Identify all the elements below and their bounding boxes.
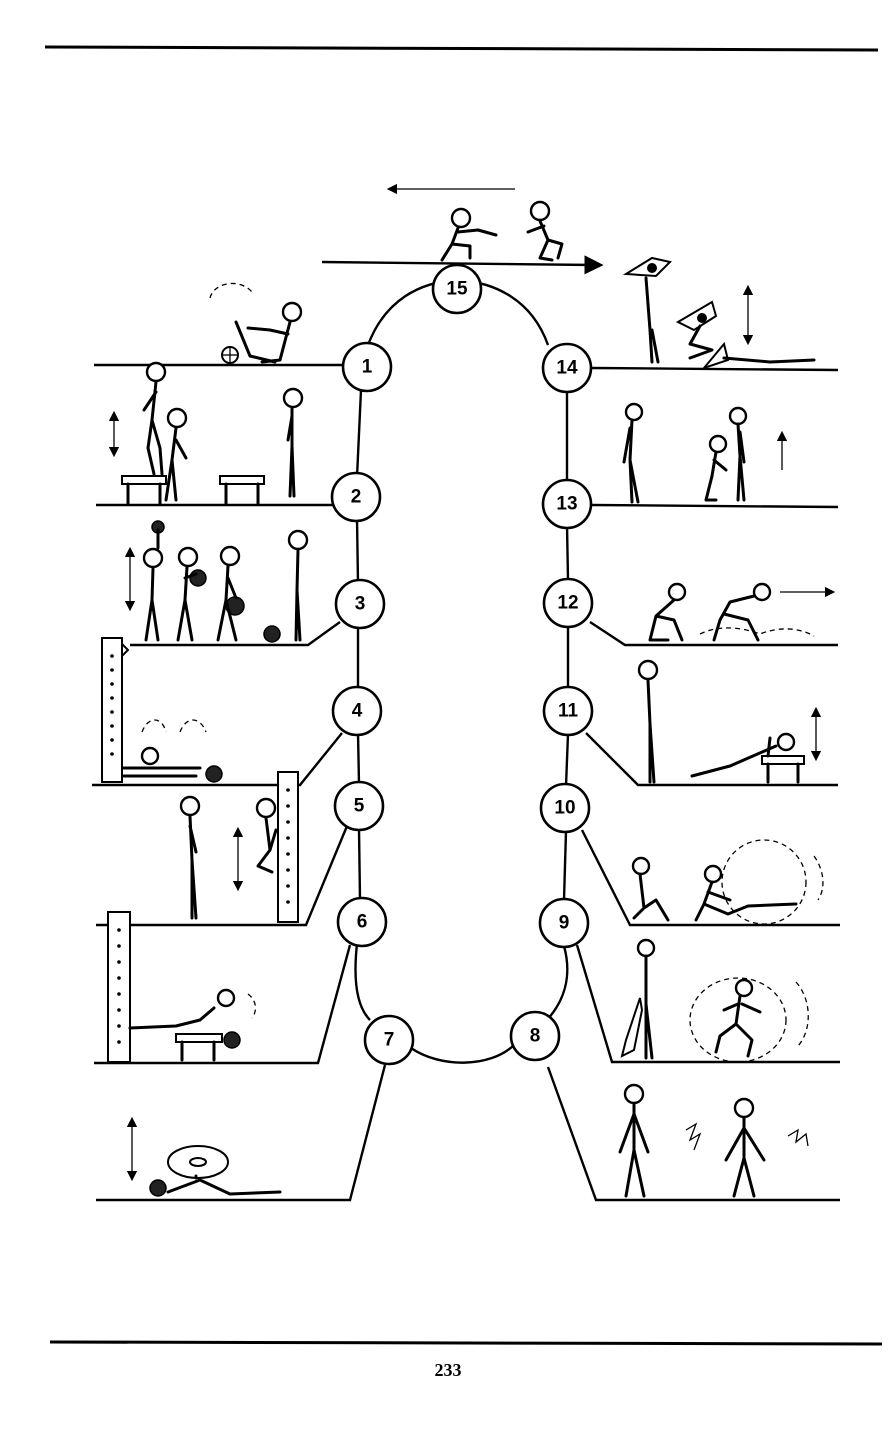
station-9: 9 (538, 897, 590, 949)
station-7-scene (126, 1116, 282, 1197)
station-6-label: 6 (357, 912, 368, 933)
page-number: 233 (434, 1360, 462, 1380)
station-2-label: 2 (351, 487, 362, 508)
station-15-label: 15 (446, 279, 468, 300)
station-12-scene (648, 582, 836, 642)
left-floors (92, 363, 387, 1202)
station-4: 4 (331, 685, 383, 737)
station-15-scene (321, 183, 604, 275)
station-6: 6 (336, 896, 388, 948)
station-9-scene (620, 938, 809, 1063)
station-3-label: 3 (355, 594, 366, 615)
station-5: 5 (333, 780, 385, 832)
station-12-label: 12 (557, 593, 578, 614)
station-7-label: 7 (384, 1030, 395, 1051)
right-floors (546, 366, 840, 1202)
station-1-label: 1 (362, 357, 373, 378)
station-7: 7 (363, 1014, 415, 1066)
station-8-scene (618, 1083, 809, 1198)
station-4-scene (101, 637, 223, 783)
station-13-scene (622, 402, 788, 504)
station-10: 10 (539, 782, 591, 834)
station-10-scene (631, 839, 824, 925)
station-15: 15 (431, 263, 483, 315)
station-14-scene (622, 256, 816, 371)
station-14-label: 14 (556, 358, 578, 379)
station-11-label: 11 (558, 701, 579, 722)
station-2-scene (108, 361, 304, 506)
station-5-label: 5 (354, 796, 365, 817)
station-3-scene (124, 520, 309, 643)
station-11: 11 (542, 685, 594, 737)
station-1-scene (209, 282, 303, 364)
station-6-scene (107, 911, 257, 1063)
station-13: 13 (541, 478, 593, 530)
circuit-track (354, 278, 570, 1064)
station-11-scene (637, 659, 822, 784)
station-4-label: 4 (352, 701, 363, 722)
station-14: 14 (541, 342, 593, 394)
station-9-label: 9 (559, 913, 570, 934)
station-5-scene (179, 771, 299, 923)
station-1: 1 (341, 341, 393, 393)
station-8: 8 (509, 1010, 561, 1062)
station-3: 3 (334, 578, 386, 630)
station-12: 12 (542, 577, 594, 629)
station-13-label: 13 (556, 494, 577, 515)
station-10-label: 10 (554, 798, 575, 819)
top-rule (44, 45, 879, 52)
bottom-rule (49, 1340, 883, 1346)
station-2: 2 (330, 471, 382, 523)
station-8-label: 8 (530, 1026, 541, 1047)
